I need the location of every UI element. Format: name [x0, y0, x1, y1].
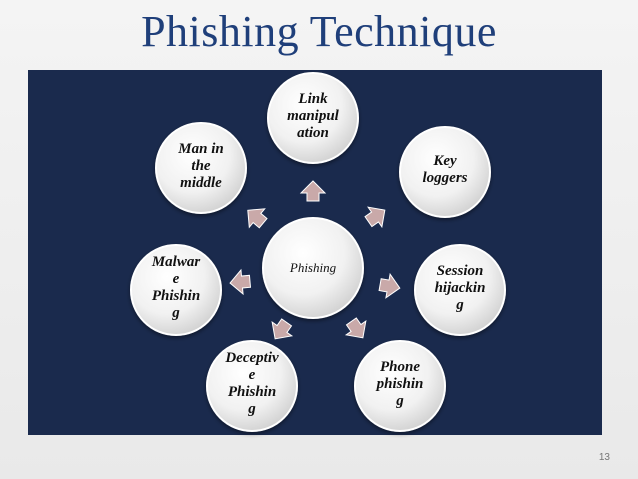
page-number: 13: [598, 452, 610, 463]
arrow-3: [378, 272, 401, 299]
node-label-1: Link manipul ation: [287, 90, 339, 141]
node-label-4: Phone phishin g: [376, 358, 424, 409]
node-label-3: Session hijackin g: [434, 262, 486, 313]
node-circle-2: [399, 126, 491, 218]
node-circle-7: [155, 122, 247, 214]
node-label-7: Man in the middle: [178, 140, 224, 191]
arrow-4: [344, 317, 367, 339]
node-circle-5: [206, 340, 298, 432]
arrow-5: [271, 318, 294, 340]
node-label-6: Malwar e Phishin g: [151, 254, 201, 321]
node-circle-4: [354, 340, 446, 432]
node-label-5: Deceptiv e Phishin g: [225, 350, 279, 417]
node-circle-6: [130, 244, 222, 336]
arrow-1: [299, 180, 327, 202]
arrow-7: [247, 208, 268, 229]
center-circle: [262, 217, 364, 319]
node-circle-3: [414, 244, 506, 336]
node-label-2: Key loggers: [422, 153, 468, 186]
slide-title: Phishing Technique: [141, 7, 497, 56]
node-circle-1: [267, 72, 359, 164]
arrow-2: [364, 206, 386, 229]
center-label: Phishing: [289, 260, 337, 275]
arrow-6: [229, 268, 252, 296]
